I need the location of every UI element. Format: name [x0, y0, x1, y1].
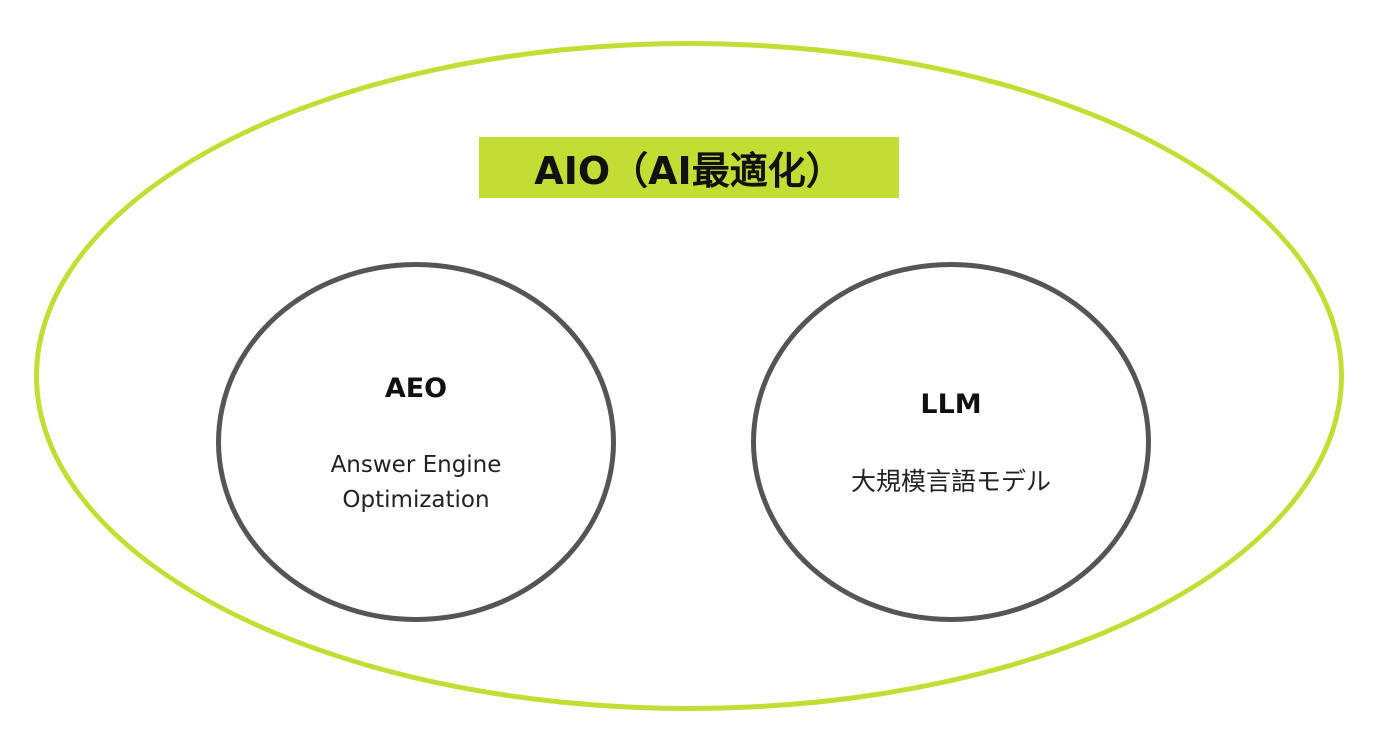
aeo-title: AEO	[384, 373, 448, 404]
llm-title: LLM	[920, 389, 982, 420]
aio-title: AIO（AI最適化）	[534, 149, 844, 193]
llm-description-line-1: 大規模言語モデル	[850, 467, 1051, 496]
aeo-circle: AEO Answer Engine Optimization	[216, 262, 616, 622]
aeo-description-line-1: Answer Engine	[330, 452, 502, 478]
aio-outer-ellipse	[34, 41, 1344, 711]
aeo-description: Answer Engine Optimization	[221, 448, 611, 518]
aio-title-badge: AIO（AI最適化）	[479, 137, 899, 198]
llm-circle: LLM 大規模言語モデル	[751, 262, 1151, 622]
aeo-description-line-2: Optimization	[342, 487, 490, 513]
llm-description: 大規模言語モデル	[756, 464, 1146, 499]
